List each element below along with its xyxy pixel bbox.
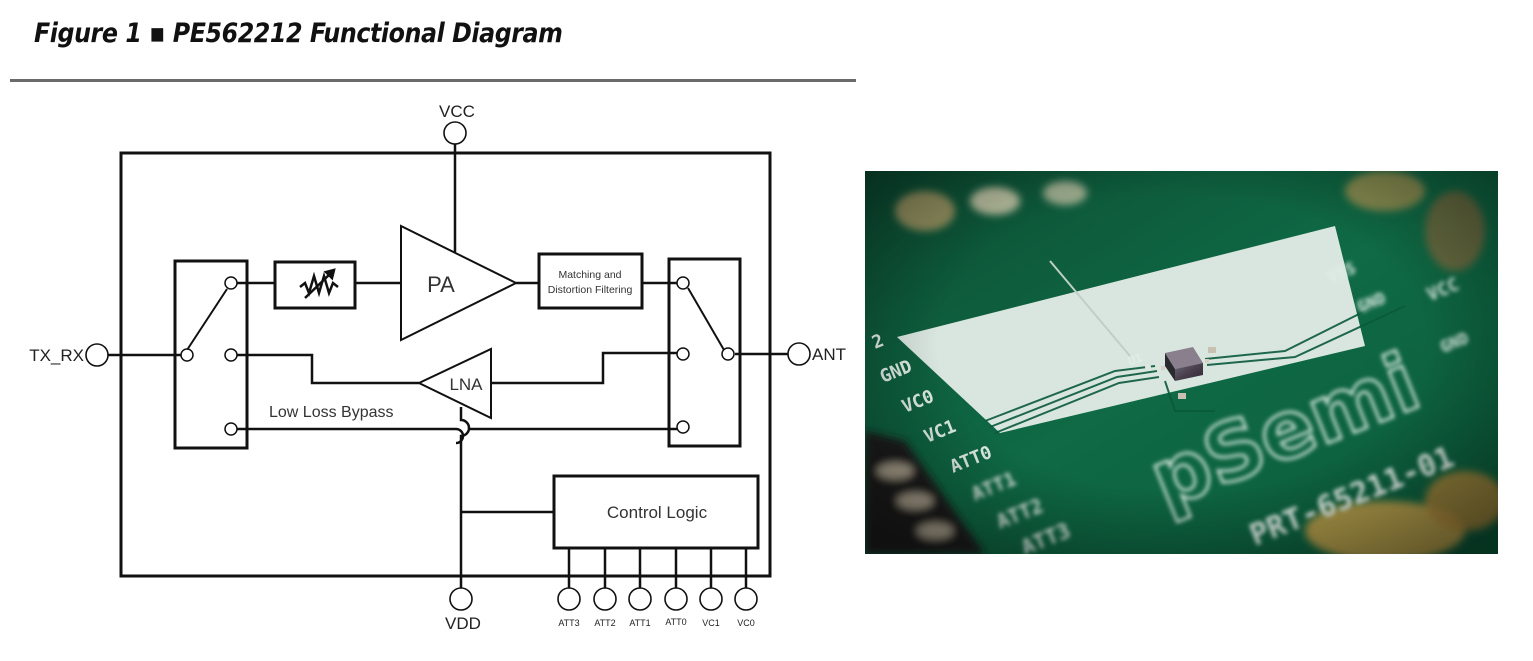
att0-pin	[664, 587, 688, 611]
vdd-label: VDD	[445, 614, 481, 633]
title-divider	[10, 79, 856, 82]
tx-rx-label: TX_RX	[29, 346, 84, 365]
matching-label-line1: Matching and	[558, 269, 621, 281]
vcc-label: VCC	[439, 102, 475, 121]
wire-lna-out	[237, 353, 419, 385]
vcc-pin	[443, 121, 467, 145]
functional-diagram: VCC TX_RX ANT VDD ATT3 ATT2 ATT1 ATT0 VC…	[29, 102, 846, 633]
lna-amplifier	[416, 347, 492, 420]
pa-label: PA	[427, 272, 455, 297]
matching-label-line2: Distortion Filtering	[548, 284, 633, 296]
att1-pin	[628, 587, 652, 611]
right-switch-arm	[687, 287, 725, 351]
att1-label: ATT1	[629, 618, 650, 628]
att2-label: ATT2	[594, 618, 615, 628]
vdd-pin	[449, 587, 473, 611]
bypass-wire	[237, 427, 677, 445]
right-switch-terminal-rx	[676, 347, 690, 361]
ant-label: ANT	[812, 345, 846, 364]
pcb-illustration: 2 GND VC0 VC1 ATT0 ATT1 ATT2 ATT3 U1 VSS…	[865, 171, 1498, 554]
vc0-pin	[734, 587, 758, 611]
att3-pin	[557, 587, 581, 611]
right-switch-terminal-bypass	[676, 420, 690, 434]
attenuator-block	[273, 260, 357, 310]
left-switch-terminal-bypass	[224, 422, 238, 436]
vdd-wire	[459, 407, 471, 589]
variable-attenuator-icon	[299, 268, 339, 299]
left-switch-terminal-tx	[224, 276, 238, 290]
right-switch-terminal-tx	[676, 276, 690, 290]
bypass-label: Low Loss Bypass	[269, 404, 394, 421]
vc1-label: VC1	[702, 618, 720, 628]
tx-rx-pin	[85, 343, 109, 367]
left-switch-terminal-rx	[224, 348, 238, 362]
ant-pin	[787, 342, 811, 366]
att3-label: ATT3	[558, 618, 579, 628]
vc0-label: VC0	[737, 618, 755, 628]
att0-label: ATT0	[665, 617, 686, 627]
left-switch-arm	[186, 288, 228, 351]
control-logic-label: Control Logic	[607, 503, 708, 522]
right-switch-common	[721, 347, 735, 361]
wire-lna-in	[491, 351, 677, 385]
att2-pin	[593, 587, 617, 611]
left-switch-common	[180, 348, 194, 362]
vc1-pin	[699, 587, 723, 611]
pa-amplifier	[400, 224, 519, 342]
figure-title: Figure 1 ▪ PE562212 Functional Diagram	[34, 18, 563, 49]
matching-filter-block	[537, 252, 644, 310]
chip-boundary	[119, 151, 772, 578]
photo-vignette	[865, 171, 1498, 554]
lna-label: LNA	[449, 375, 483, 394]
pcb-photo: 2 GND VC0 VC1 ATT0 ATT1 ATT2 ATT3 U1 VSS…	[865, 171, 1498, 554]
